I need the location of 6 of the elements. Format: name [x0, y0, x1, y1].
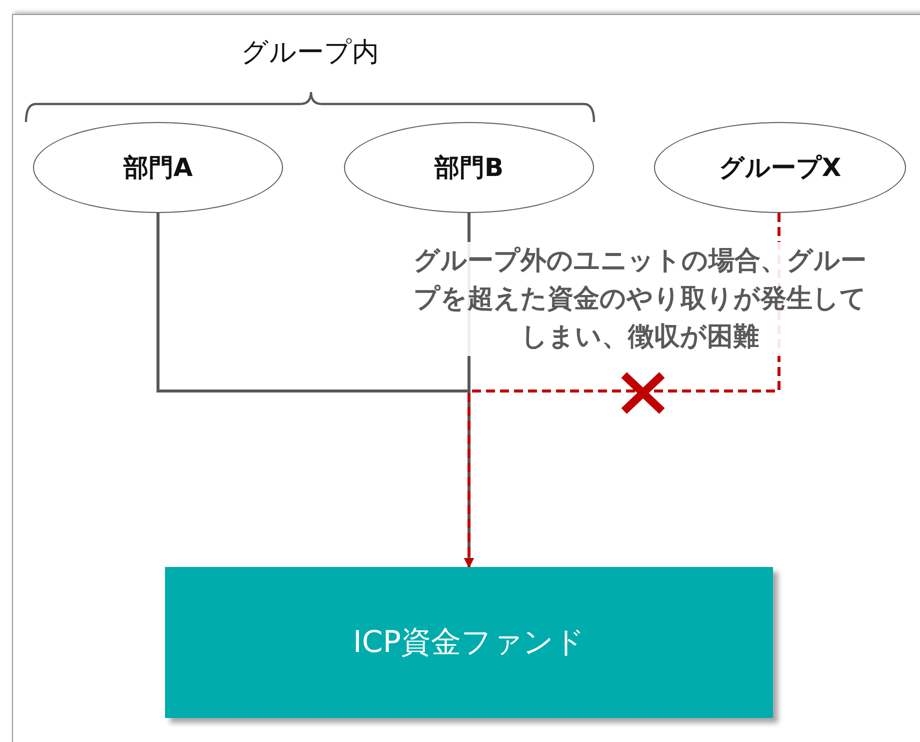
department-ellipse: グループX [654, 122, 906, 213]
fund-box: ICP資金ファンド [165, 567, 773, 718]
bracket-label: グループ内 [240, 36, 380, 70]
department-ellipse: 部門A [33, 122, 283, 213]
connector-arrow [464, 213, 780, 568]
department-ellipse: 部門B [344, 122, 594, 213]
